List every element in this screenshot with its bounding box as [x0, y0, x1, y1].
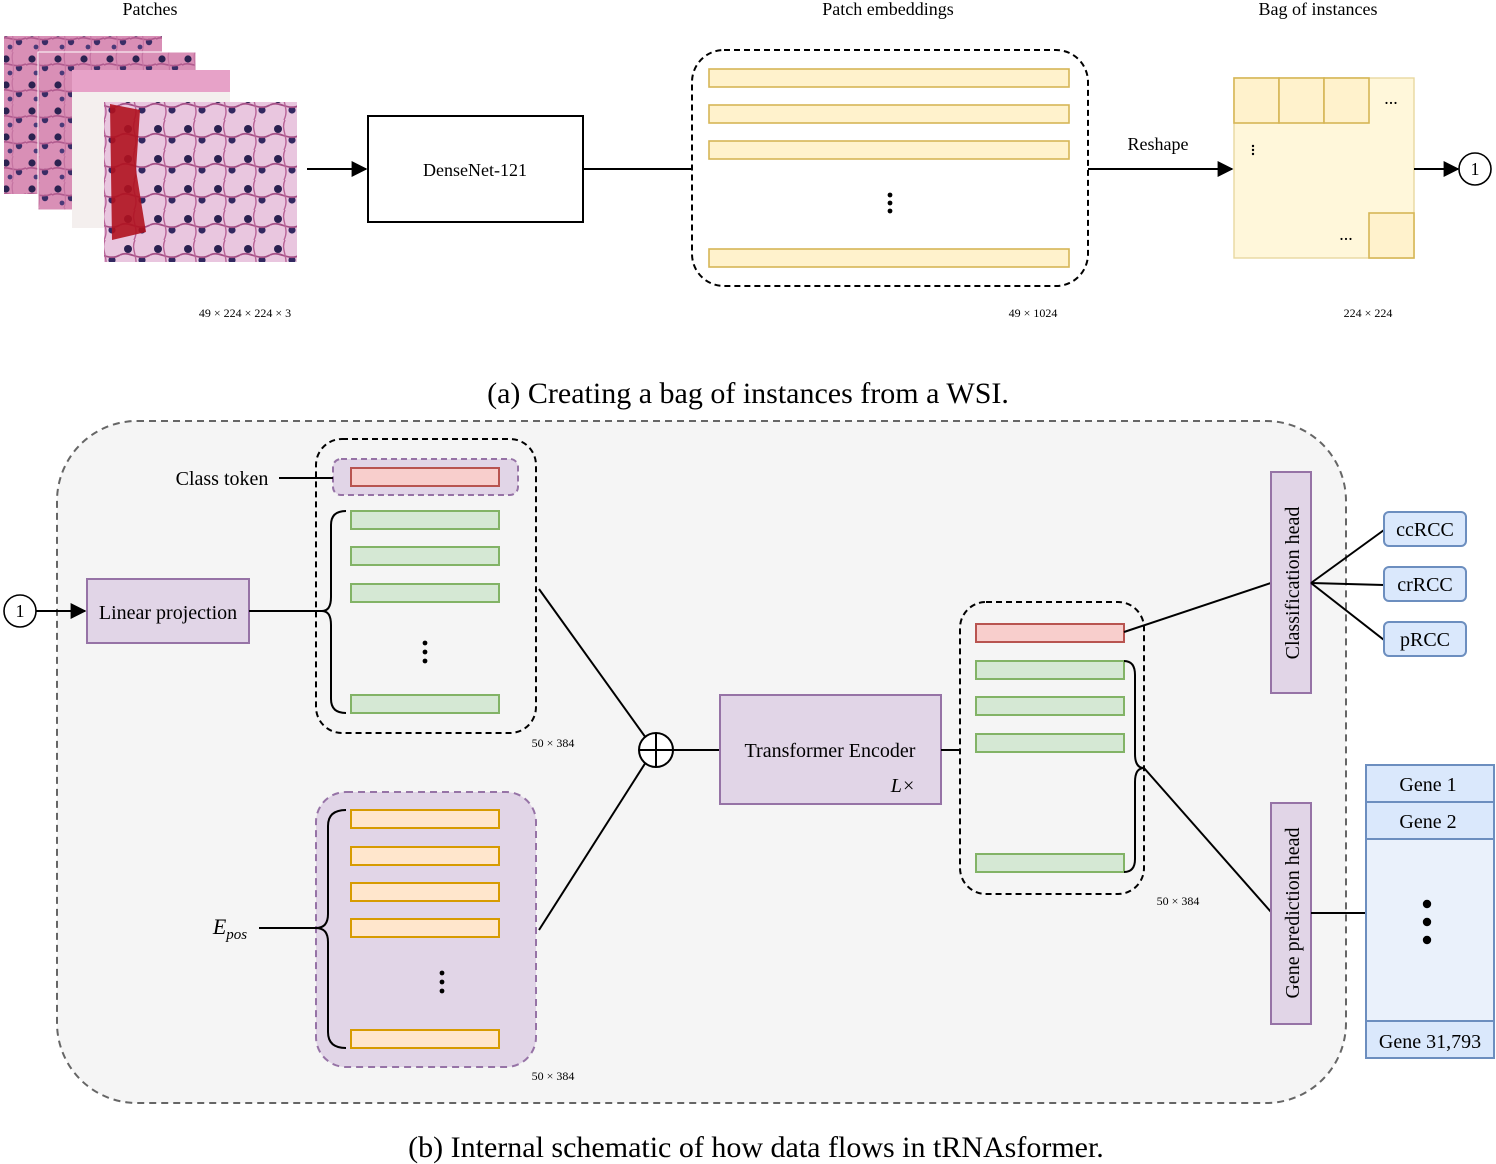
output-token	[975, 696, 1125, 716]
patch-token	[350, 694, 500, 714]
output-token	[975, 660, 1125, 680]
embedding-row	[708, 140, 1070, 160]
patch-token	[350, 583, 500, 603]
patch-token	[350, 510, 500, 530]
patch-token	[350, 546, 500, 566]
gene-row	[1365, 764, 1495, 803]
output-token	[975, 853, 1125, 873]
dim-pos: 50 × 384	[532, 1069, 575, 1083]
line-to-crrcc	[1310, 582, 1385, 586]
gene-2: Gene 2	[1399, 811, 1456, 833]
embeddings-title: Patch embeddings	[822, 0, 953, 19]
pos-embedding	[350, 809, 500, 829]
classification-head-label: Classification head	[1282, 507, 1304, 660]
dim-out: 50 × 384	[1157, 894, 1200, 908]
embedding-row	[708, 68, 1070, 88]
vertical-ellipsis	[439, 970, 445, 994]
bag-cell	[1323, 77, 1370, 124]
dim-tokens: 50 × 384	[532, 736, 575, 750]
bag-cell-last	[1368, 212, 1415, 259]
pos-embedding	[350, 882, 500, 902]
bag-title: Bag of instances	[1259, 0, 1378, 19]
diag-ellipsis: ...	[1339, 224, 1353, 244]
embeddings-container	[691, 49, 1089, 287]
vertical-ellipsis	[887, 192, 893, 214]
add-icon	[638, 732, 674, 768]
reshape-label: Reshape	[1128, 134, 1189, 154]
classification-head-box	[1270, 471, 1312, 694]
class-prcc-box	[1383, 621, 1467, 657]
epos-label: Epos	[212, 914, 247, 943]
patch-stack	[4, 36, 297, 262]
pos-embedding	[350, 1029, 500, 1049]
connector-out-label: 1	[1471, 159, 1480, 179]
gene-last: Gene 31,793	[1379, 1031, 1481, 1053]
dim-patches: 49 × 224 × 224 × 3	[199, 306, 291, 320]
densenet-label: DenseNet-121	[423, 160, 527, 180]
dim-bag: 224 × 224	[1344, 306, 1393, 320]
caption-a: (a) Creating a bag of instances from a W…	[487, 377, 1009, 410]
pos-embedding	[350, 918, 500, 938]
line-to-ccrcc	[1310, 529, 1385, 584]
gene-head-label: Gene prediction head	[1282, 827, 1304, 998]
class-prcc: pRCC	[1400, 629, 1450, 651]
connector-out	[1458, 152, 1492, 186]
bag-cell	[1233, 77, 1280, 124]
connector-in-label: 1	[16, 601, 25, 621]
tokens-container	[315, 438, 537, 734]
output-class-token	[975, 623, 1125, 643]
pos-embedding	[350, 846, 500, 866]
embedding-row	[708, 248, 1070, 268]
class-crrcc-box	[1383, 566, 1467, 602]
line-to-gene-head	[1143, 767, 1272, 913]
line-tokens-to-sum	[538, 588, 647, 739]
token-brace	[321, 510, 347, 714]
column-ellipsis	[1251, 144, 1255, 156]
line-to-classification-head	[1123, 582, 1272, 633]
line-to-prcc	[1310, 582, 1385, 641]
gene-row	[1365, 801, 1495, 840]
class-token	[350, 467, 500, 487]
layers-label: L×	[890, 775, 916, 797]
gene-1: Gene 1	[1399, 774, 1456, 796]
linear-projection-label: Linear projection	[99, 602, 237, 624]
transformer-encoder-label: Transformer Encoder	[745, 740, 916, 762]
densenet-box	[367, 115, 584, 223]
trnasformer-container	[56, 420, 1347, 1104]
vertical-ellipsis	[1422, 899, 1432, 945]
linear-projection-box	[86, 578, 250, 644]
class-crrcc: crRCC	[1397, 574, 1453, 596]
patches-title: Patches	[123, 0, 178, 19]
caption-b: (b) Internal schematic of how data flows…	[408, 1131, 1104, 1164]
class-ccrcc-box	[1383, 511, 1467, 547]
class-ccrcc: ccRCC	[1396, 519, 1454, 541]
gene-row	[1365, 1020, 1495, 1059]
bag-cell	[1278, 77, 1325, 124]
output-token	[975, 733, 1125, 753]
line-pos-to-sum	[538, 761, 647, 931]
vertical-ellipsis	[422, 640, 428, 664]
output-container	[959, 601, 1145, 895]
embedding-row	[708, 104, 1070, 124]
class-token-label: Class token	[176, 468, 269, 490]
row-ellipsis: ...	[1384, 88, 1398, 108]
dim-embeddings: 49 × 1024	[1009, 306, 1058, 320]
